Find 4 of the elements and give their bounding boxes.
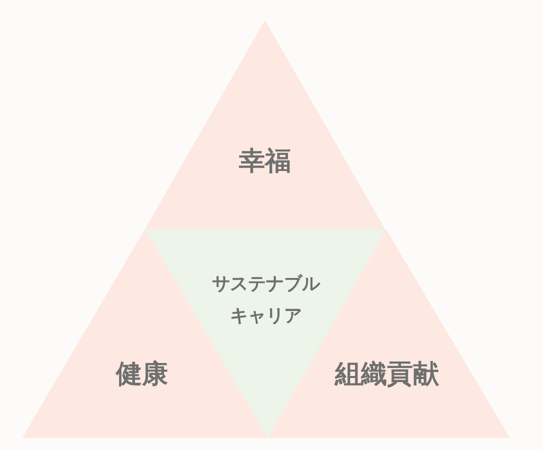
panel-label: サステナブルキャリア <box>211 272 322 328</box>
panel-label: 幸福 <box>238 145 292 178</box>
panel-label: 健康 <box>114 358 169 392</box>
panel-label: 組織貢献 <box>333 358 440 392</box>
